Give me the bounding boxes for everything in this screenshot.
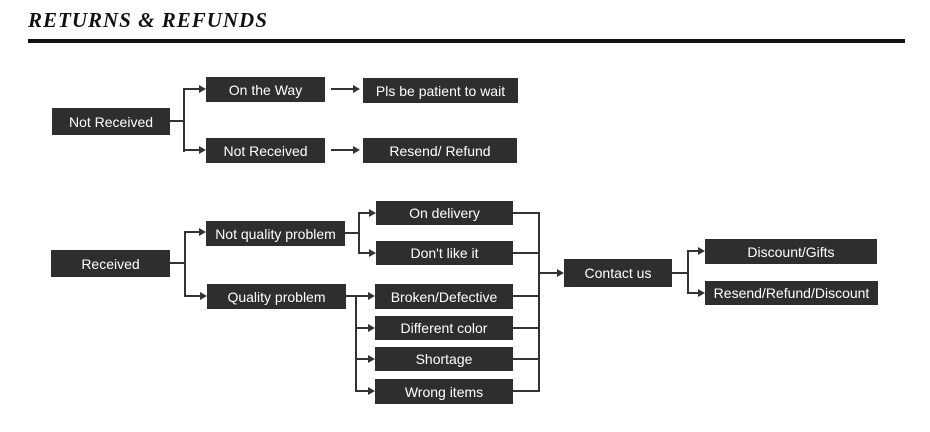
connector-line xyxy=(672,272,688,274)
node-discount-gifts: Discount/Gifts xyxy=(705,239,877,264)
node-quality-problem: Quality problem xyxy=(207,284,346,309)
connector-line xyxy=(345,232,359,234)
connector-line xyxy=(355,358,368,360)
connector-line xyxy=(183,149,200,151)
connector-line xyxy=(513,390,539,392)
connector-line xyxy=(184,295,200,297)
node-shortage: Shortage xyxy=(375,347,513,371)
node-received-root: Received xyxy=(51,250,170,277)
node-pls-be-patient: Pls be patient to wait xyxy=(363,78,518,103)
connector-line xyxy=(538,272,557,274)
connector-line xyxy=(184,231,199,233)
connector-line xyxy=(183,88,185,152)
node-broken-defective: Broken/Defective xyxy=(375,284,513,309)
connector-line xyxy=(355,295,368,297)
node-different-color: Different color xyxy=(375,316,513,340)
arrowhead xyxy=(368,355,375,363)
connector-line xyxy=(358,252,369,254)
arrowhead xyxy=(369,209,376,217)
connector-line xyxy=(513,295,539,297)
node-on-delivery: On delivery xyxy=(376,201,513,225)
connector-line xyxy=(687,250,689,294)
node-not-received-root: Not Received xyxy=(52,108,170,135)
node-on-the-way: On the Way xyxy=(206,77,325,102)
arrowhead xyxy=(368,387,375,395)
arrowhead xyxy=(353,85,360,93)
arrowhead xyxy=(369,249,376,257)
title-underline xyxy=(28,39,905,43)
node-resend-refund: Resend/ Refund xyxy=(363,138,517,163)
arrowhead xyxy=(557,269,564,277)
connector-line xyxy=(331,149,353,151)
connector-line xyxy=(358,212,369,214)
arrowhead xyxy=(698,289,705,297)
connector-line xyxy=(513,327,539,329)
arrowhead xyxy=(199,85,206,93)
connector-line xyxy=(355,390,368,392)
arrowhead xyxy=(199,146,206,154)
connector-line xyxy=(355,295,357,391)
page-title: RETURNS & REFUNDS xyxy=(28,8,268,32)
connector-line xyxy=(170,262,185,264)
connector-line xyxy=(358,212,360,254)
connector-line xyxy=(687,292,698,294)
node-not-received-case: Not Received xyxy=(206,138,325,163)
node-contact-us: Contact us xyxy=(564,259,672,287)
connector-line xyxy=(346,295,356,297)
connector-line xyxy=(331,88,353,90)
node-resend-refund-discount: Resend/Refund/Discount xyxy=(705,281,878,305)
connector-line xyxy=(687,250,698,252)
connector-line xyxy=(184,231,186,297)
node-wrong-items: Wrong items xyxy=(375,379,513,404)
arrowhead xyxy=(368,292,375,300)
arrowhead xyxy=(353,146,360,154)
node-dont-like-it: Don't like it xyxy=(376,241,513,265)
connector-line xyxy=(538,212,540,392)
arrowhead xyxy=(698,247,705,255)
connector-line xyxy=(513,212,539,214)
connector-line xyxy=(513,358,539,360)
node-not-quality-problem: Not quality problem xyxy=(206,221,345,246)
arrowhead xyxy=(200,292,207,300)
connector-line xyxy=(513,252,539,254)
connector-line xyxy=(183,88,200,90)
arrowhead xyxy=(368,324,375,332)
connector-line xyxy=(355,327,368,329)
arrowhead xyxy=(199,228,206,236)
connector-line xyxy=(170,120,184,122)
